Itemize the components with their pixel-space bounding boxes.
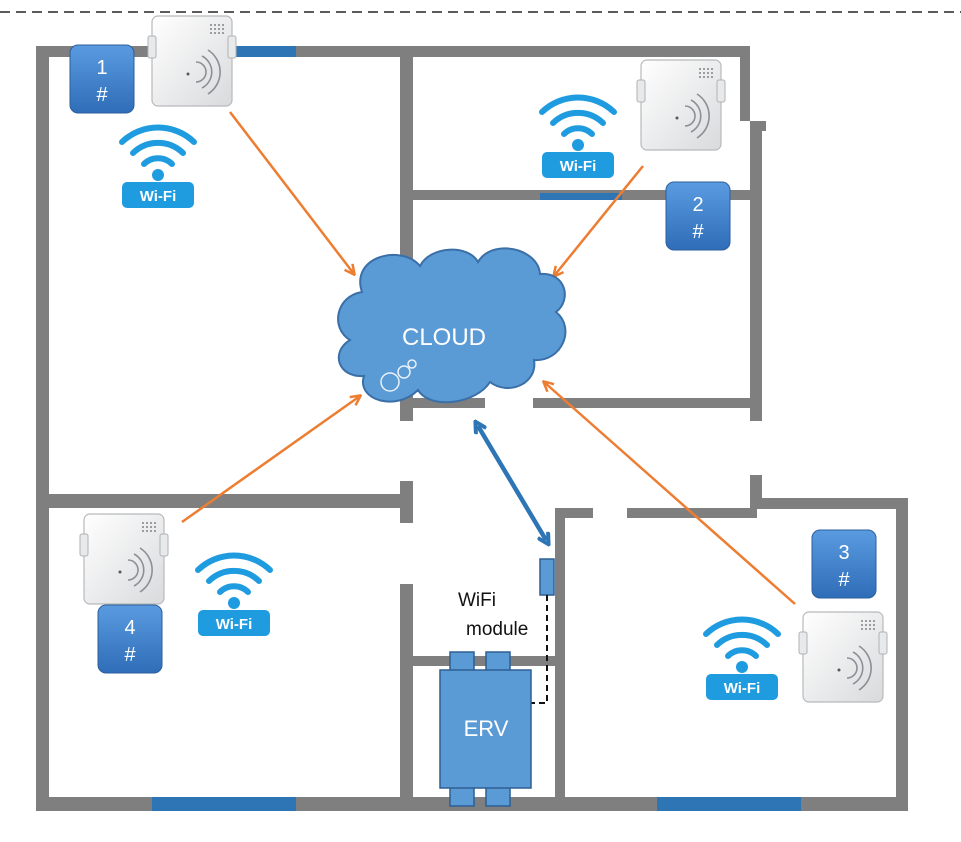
arrow-4-to-cloud [181, 396, 360, 524]
cloud-wifi-module-link [478, 426, 546, 540]
controller-arrows [181, 111, 796, 605]
arrow-2-to-cloud [554, 165, 644, 276]
wifi-module-box [539, 558, 555, 596]
badge-symbol: # [838, 569, 850, 591]
windows [152, 46, 801, 811]
controller-badge-1: 1 # [69, 44, 135, 114]
controller-device-3 [798, 611, 888, 703]
erv-body [439, 669, 532, 789]
wifi-badge-label: Wi-Fi [560, 158, 597, 175]
arrow-3-to-cloud [544, 382, 796, 605]
cloud-shape [337, 247, 567, 404]
wifi-badge-room1: Wi-Fi [122, 128, 194, 208]
controller-badge-4: 4 # [97, 604, 163, 674]
erv-label: ERV [464, 716, 509, 741]
badge-symbol: # [96, 84, 108, 106]
controller-badge-3: 3 # [811, 529, 877, 599]
controller-badge-2: 2 # [665, 181, 731, 251]
controller-device-1 [147, 15, 237, 107]
wifi-module-wire [530, 595, 548, 704]
wifi-module: WiFi module [458, 558, 555, 704]
cloud-label: CLOUD [402, 324, 486, 351]
wifi-badge-label: Wi-Fi [140, 188, 177, 205]
wifi-badge-room2: Wi-Fi [542, 98, 614, 178]
badge-number: 1 [96, 57, 107, 79]
controller-device-2 [636, 59, 726, 151]
cloud: CLOUD [337, 247, 567, 404]
badge-number: 4 [124, 617, 135, 639]
badge-number: 3 [838, 542, 849, 564]
badge-number: 2 [692, 194, 703, 216]
wifi-badge-room4: Wi-Fi [198, 556, 270, 636]
badge-symbol: # [124, 644, 136, 666]
erv-unit: ERV [439, 651, 532, 807]
badge-symbol: # [692, 221, 704, 243]
wifi-badge-label: Wi-Fi [724, 680, 761, 697]
controller-device-4 [79, 513, 169, 605]
arrow-1-to-cloud [229, 111, 354, 274]
wifi-module-label-line2: module [466, 619, 528, 640]
wifi-module-label-line1: WiFi [458, 590, 496, 611]
wifi-badge-room3: Wi-Fi [706, 620, 778, 700]
wifi-badge-label: Wi-Fi [216, 616, 253, 633]
